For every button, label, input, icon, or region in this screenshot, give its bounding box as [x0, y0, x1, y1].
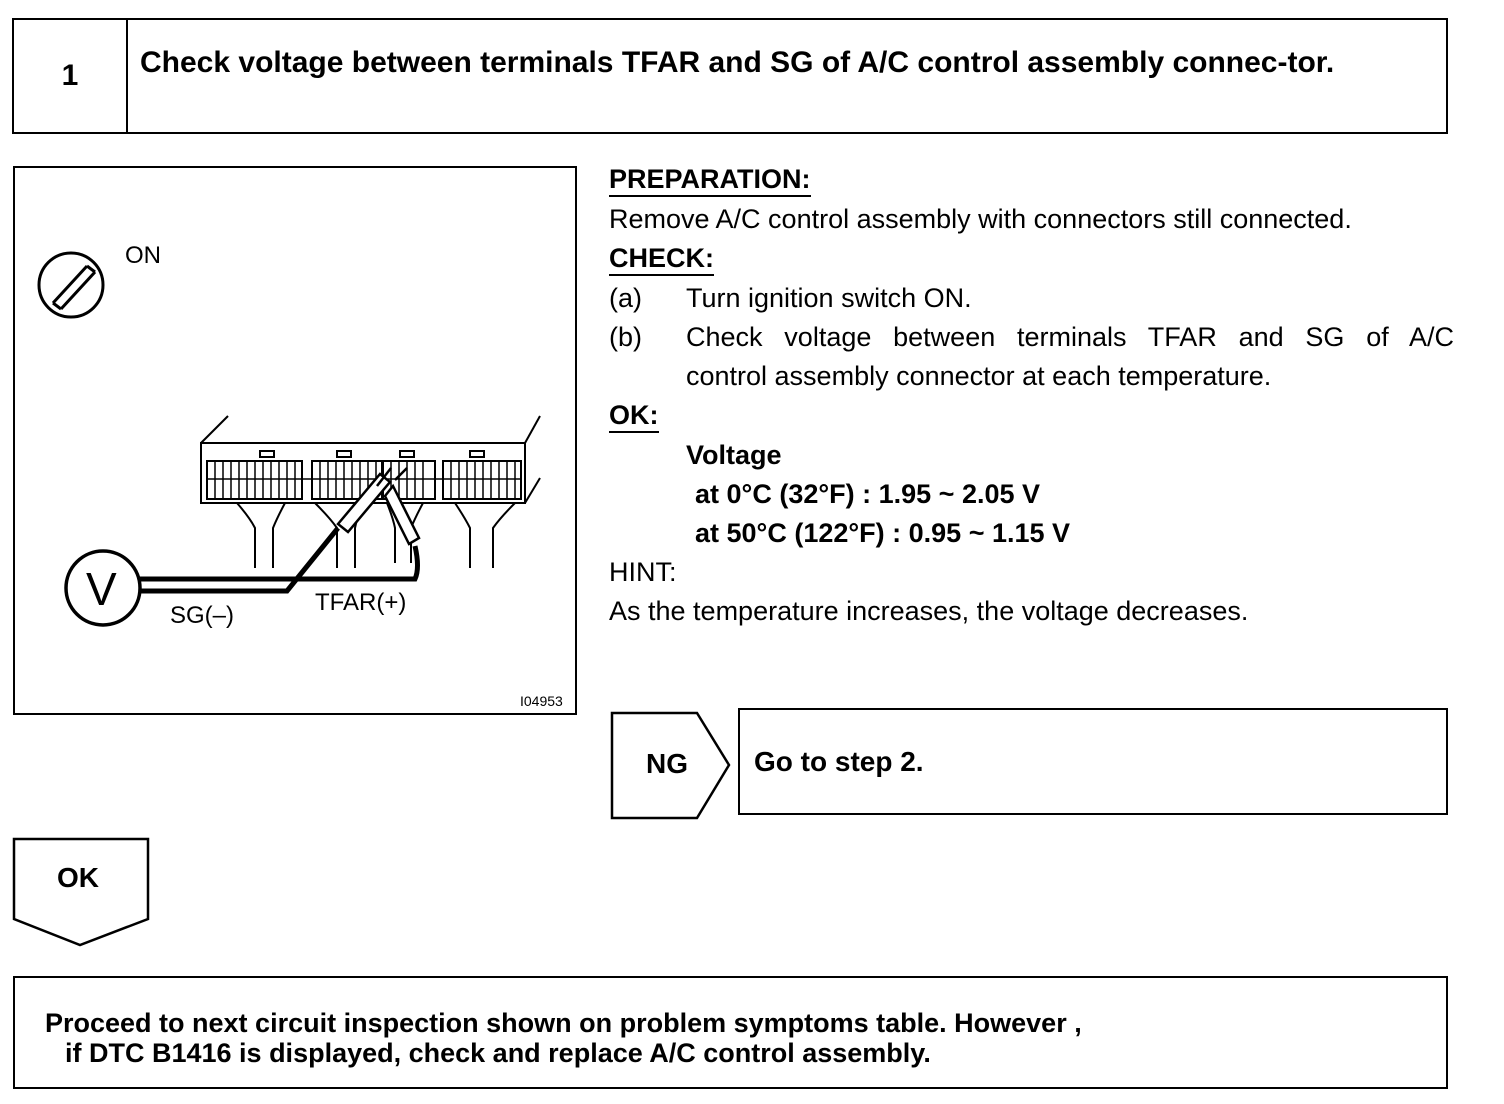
ignition-switch-icon	[37, 251, 105, 319]
spec-line: at 50°C (122°F) : 0.95 ~ 1.15 V	[695, 518, 1071, 548]
check-item-text: Turn ignition switch ON.	[686, 283, 972, 313]
step-number: 1	[14, 20, 128, 132]
voltmeter-icon	[64, 549, 142, 627]
check-item-text: control assembly connector at each tempe…	[686, 361, 1272, 391]
voltmeter-symbol: V	[86, 563, 117, 615]
ng-label: NG	[646, 748, 688, 779]
ng-action-box: Go to step 2.	[738, 708, 1448, 815]
figure-id: I04953	[520, 693, 563, 709]
wire-harness	[236, 502, 516, 568]
check-heading: CHECK:	[609, 242, 714, 276]
spec-line: at 0°C (32°F) : 1.95 ~ 2.05 V	[695, 479, 1041, 509]
connector-body	[200, 415, 541, 504]
result-text-line1: Proceed to next circuit inspection shown…	[45, 1008, 1082, 1038]
ng-action-text: Go to step 2.	[754, 745, 924, 777]
step-title: Check voltage between terminals TFAR and…	[140, 46, 1335, 79]
sg-terminal-label: SG(–)	[170, 602, 234, 629]
instructions: PREPARATION: Remove A/C control assembly…	[609, 160, 1454, 631]
ok-arrow	[12, 837, 150, 947]
ng-arrow	[610, 711, 731, 820]
step-header: 1 Check voltage between terminals TFAR a…	[12, 18, 1448, 134]
connector-diagram: ON	[13, 166, 577, 715]
result-text-line2: if DTC B1416 is displayed, check and rep…	[65, 1038, 931, 1068]
ok-heading: OK:	[609, 399, 659, 433]
check-item-label: (a)	[609, 283, 642, 313]
ok-label: OK	[57, 862, 99, 893]
spec-title: Voltage	[686, 440, 782, 470]
check-item-a: (a) Turn ignition switch ON.	[609, 279, 1454, 318]
test-probes	[336, 467, 421, 546]
check-item-b: (b) Check voltage between terminals TFAR…	[609, 318, 1454, 396]
preparation-text: Remove A/C control assembly with connect…	[609, 204, 1352, 234]
hint-text: As the temperature increases, the voltag…	[609, 596, 1249, 626]
connector-diagram-drawing: ON	[37, 242, 563, 709]
preparation-heading: PREPARATION:	[609, 163, 811, 197]
tfar-terminal-label: TFAR(+)	[315, 589, 406, 616]
ignition-on-label: ON	[125, 242, 161, 269]
hint-heading: HINT:	[609, 557, 677, 587]
meter-leads	[140, 526, 420, 594]
check-item-text: Check voltage between terminals TFAR and…	[686, 322, 1454, 352]
result-box: Proceed to next circuit inspection shown…	[13, 976, 1448, 1089]
check-item-label: (b)	[609, 322, 642, 352]
